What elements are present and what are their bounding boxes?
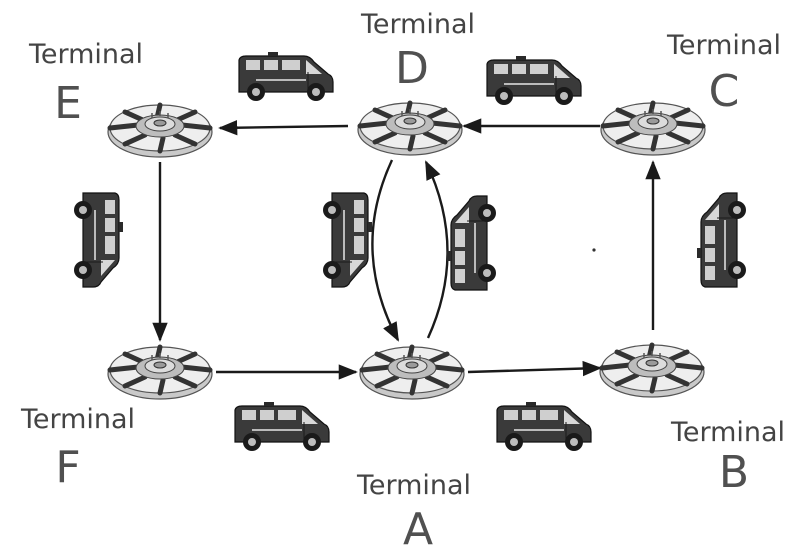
route-a-to-b (467, 360, 602, 377)
terminal-e-word: Terminal (28, 39, 143, 70)
terminal-building-icon-a (360, 347, 464, 399)
van-icon-right (696, 192, 747, 288)
terminal-c-word: Terminal (666, 30, 781, 61)
van-icon-top-left (238, 51, 334, 102)
terminal-f-word: Terminal (20, 404, 135, 435)
stray-dot (592, 248, 596, 252)
terminal-a-letter: A (403, 504, 433, 555)
terminal-a-word: Terminal (356, 470, 471, 501)
van-icon-center-right (446, 195, 497, 291)
route-arrows (152, 118, 661, 380)
terminal-building-icon-c (601, 103, 705, 155)
terminal-d-word: Terminal (360, 9, 475, 40)
van-icon-bottom-right (496, 401, 592, 452)
route-d-to-a (371, 159, 400, 342)
terminal-f-letter: F (55, 442, 80, 493)
van-icon-top-right (486, 55, 582, 106)
terminal-e-letter: E (54, 78, 82, 129)
terminal-b-letter: B (719, 447, 749, 498)
terminal-building-icon-e (108, 105, 212, 157)
terminal-d-letter: D (395, 43, 429, 94)
route-a-to-d (424, 160, 449, 339)
van-icon-bottom-left (234, 401, 330, 452)
terminal-b-word: Terminal (670, 417, 785, 448)
terminal-building-icon-b (600, 345, 704, 397)
terminal-building-icon-d (358, 103, 462, 155)
van-icon-left (73, 192, 124, 288)
terminal-c-letter: C (709, 66, 740, 117)
terminal-building-icon-f (108, 347, 212, 399)
van-icon-center-left (322, 192, 373, 288)
route-d-to-e (218, 120, 349, 136)
